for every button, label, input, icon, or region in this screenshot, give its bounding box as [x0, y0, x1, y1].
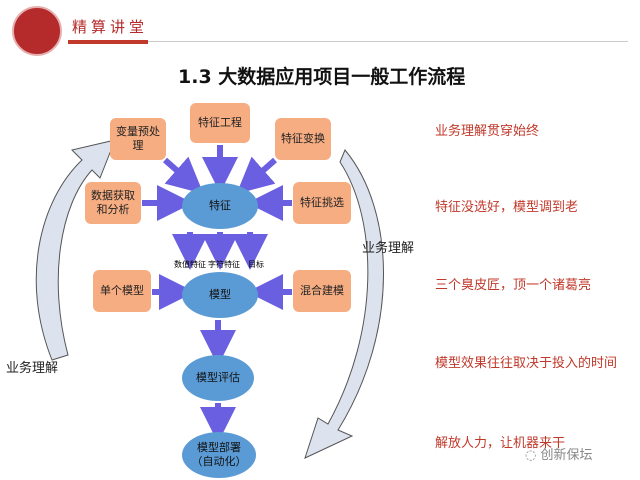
- box-preprocess: 变量预处理: [110, 118, 166, 160]
- feature-type-target: 目标: [248, 260, 264, 269]
- header-bar: [68, 40, 148, 44]
- note-1: 业务理解贯穿始终: [435, 124, 540, 139]
- node-eval: 模型评估: [182, 355, 254, 401]
- right-cycle-arrow: [304, 149, 384, 459]
- box-feature-transform: 特征变换: [275, 118, 331, 160]
- cycle-label-left: 业务理解: [6, 361, 59, 376]
- note-3: 三个臭皮匠，顶一个诸葛亮: [435, 278, 592, 293]
- flow-arrows: [142, 145, 292, 443]
- deploy-label: 模型部署: [197, 441, 241, 454]
- left-cycle-arrow: [35, 139, 116, 361]
- note-4: 模型效果往往取决于投入的时间: [435, 356, 618, 371]
- brand-name: 精算讲堂: [72, 18, 149, 36]
- note-2: 特征没选好，模型调到老: [435, 200, 579, 215]
- feature-type-char: 字符特征: [208, 260, 240, 269]
- watermark-text: 创新保坛: [540, 448, 593, 463]
- node-deploy: 模型部署 （自动化）: [182, 432, 256, 478]
- cycle-label-right: 业务理解: [362, 241, 415, 256]
- watermark: ◌ 创新保坛: [525, 448, 593, 463]
- note-5: 解放人力，让机器来干: [435, 436, 566, 451]
- header-line: [148, 41, 628, 42]
- box-feature-engineering: 特征工程: [190, 103, 250, 143]
- box-feature-select: 特征挑选: [293, 182, 351, 224]
- box-single-model: 单个模型: [93, 270, 151, 312]
- node-feature: 特征: [182, 183, 258, 229]
- logo: [12, 6, 62, 56]
- feature-type-numeric: 数值特征: [174, 260, 206, 269]
- deploy-sub: （自动化）: [191, 455, 247, 468]
- box-mixed-model: 混合建模: [293, 270, 351, 312]
- node-model: 模型: [182, 272, 258, 318]
- slide-title: 1.3 大数据应用项目一般工作流程: [178, 66, 466, 88]
- box-data-acquisition: 数据获取和分析: [85, 182, 141, 224]
